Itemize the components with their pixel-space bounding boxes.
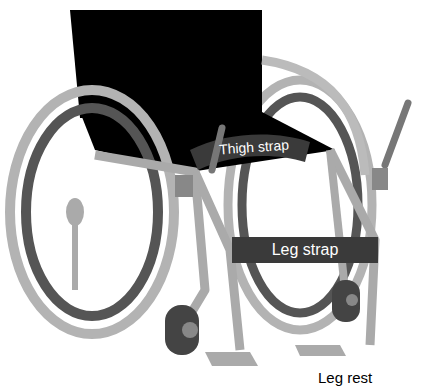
strap-label: Thigh strap	[218, 137, 289, 158]
wheel-tire	[26, 108, 158, 316]
caster-hub	[182, 322, 198, 338]
caster-wheel	[332, 280, 360, 322]
foot-plate	[205, 352, 258, 366]
caster-hub	[346, 294, 358, 306]
strap-label: Leg strap	[272, 241, 339, 259]
frame-tube	[262, 60, 365, 175]
frame-tube	[95, 155, 205, 315]
backrest	[70, 10, 262, 118]
frame-tube	[72, 212, 78, 290]
brake-block	[372, 168, 388, 190]
caster-wheel	[165, 305, 199, 355]
wheel-rim	[10, 90, 174, 334]
strap-band: Leg strap	[232, 237, 378, 263]
brake-block	[175, 175, 193, 197]
foot-plate	[295, 345, 346, 356]
part-label: Leg rest	[318, 369, 372, 386]
brake-lever	[385, 103, 408, 165]
frame-tube	[330, 150, 345, 290]
strap-band	[190, 134, 310, 170]
